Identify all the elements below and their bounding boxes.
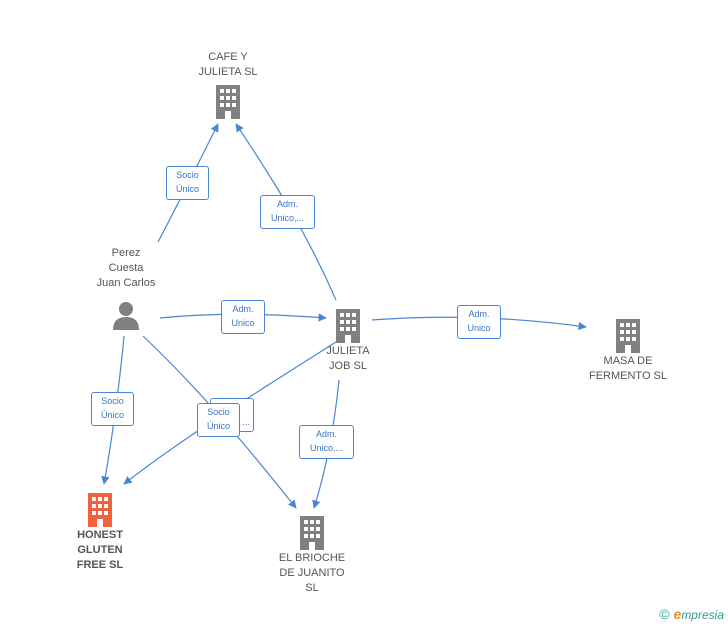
brand-logo-initial: e [673, 606, 682, 622]
node-masa-de-fermento[interactable]: MASA DE FERMENTO SL [578, 318, 678, 384]
node-el-brioche-de-juanito[interactable]: EL BRIOCHE DE JUANITO SL [262, 515, 362, 596]
building-icon [300, 516, 324, 550]
building-icon [216, 85, 240, 119]
node-label: HONEST GLUTEN FREE SL [76, 529, 124, 571]
person-icon [113, 302, 139, 330]
node-label: JULIETA JOB SL [326, 345, 370, 372]
node-honest-gluten-free[interactable]: HONEST GLUTEN FREE SL [50, 492, 150, 573]
copyright-icon: © [659, 606, 670, 622]
edge-label-perez-honest[interactable]: Socio Único [91, 392, 134, 426]
edge-label-job-brioche[interactable]: Adm. Unico,... [299, 425, 354, 459]
building-icon [88, 493, 112, 527]
building-icon [616, 319, 640, 353]
node-julieta-job[interactable]: JULIETA JOB SL [298, 308, 398, 374]
edge-label-job-cafe[interactable]: Adm. Unico,... [260, 195, 315, 229]
node-label: CAFE Y JULIETA SL [198, 51, 258, 78]
brand-logo-text: mpresia [681, 608, 724, 622]
node-perez-cuesta[interactable]: Perez Cuesta Juan Carlos [78, 246, 174, 331]
edge-label-job-masa[interactable]: Adm. Unico [457, 305, 501, 339]
edge-label-perez-brioche[interactable]: Socio Único [197, 403, 240, 437]
edge-label-perez-cafe[interactable]: Socio Único [166, 166, 209, 200]
node-label: Perez Cuesta Juan Carlos [96, 247, 156, 289]
edge-label-perez-job[interactable]: Adm. Unico [221, 300, 265, 334]
building-icon [336, 309, 360, 343]
brand-footer: ©empresia [659, 606, 724, 622]
node-label: EL BRIOCHE DE JUANITO SL [278, 552, 346, 594]
node-cafe-y-julieta[interactable]: CAFE Y JULIETA SL [178, 50, 278, 120]
node-label: MASA DE FERMENTO SL [588, 355, 668, 382]
